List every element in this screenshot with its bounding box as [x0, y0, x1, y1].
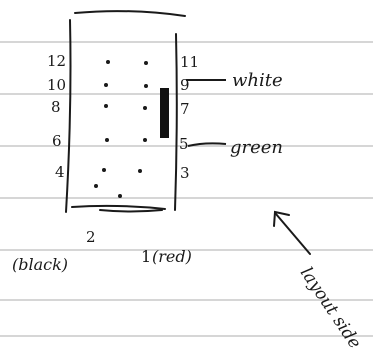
arrow-icon: [273, 210, 311, 255]
black-wire-marker: [160, 88, 169, 138]
ruled-lines: [0, 41, 373, 337]
right-pin-numbers: 11 9 7 5 3: [179, 53, 199, 182]
pin-dots: [94, 60, 148, 198]
arrow-head: [273, 210, 290, 227]
pin-dot: [105, 138, 109, 142]
layout-side-label: layout side: [296, 264, 365, 353]
pin-number: 5: [179, 135, 189, 153]
pin-number: 10: [47, 76, 66, 94]
connector-left-edge: [65, 19, 72, 213]
pin-number: 3: [180, 164, 190, 182]
pin-number: 11: [180, 53, 199, 71]
pin-number: 9: [180, 76, 190, 94]
black-label: (black): [12, 255, 68, 274]
connector-bottom-edge: [71, 204, 166, 210]
pin-dot: [144, 84, 148, 88]
connector-right-edge: [174, 33, 178, 211]
white-label: white: [232, 70, 283, 91]
pin-dot: [144, 61, 148, 65]
green-label: green: [230, 137, 283, 158]
pin-number: 8: [51, 98, 61, 116]
pin-dot: [106, 60, 110, 64]
pin-dot: [138, 169, 142, 173]
pin-number: 6: [52, 132, 62, 150]
pin-dot: [104, 104, 108, 108]
pin-dot: [143, 138, 147, 142]
pin-number-2: 2: [86, 228, 96, 246]
connector-top-edge: [74, 10, 186, 17]
pin-number: 7: [180, 100, 190, 118]
red-label: (red): [152, 247, 192, 266]
pin-number-1: 1: [141, 247, 151, 266]
arrow-shaft: [275, 213, 311, 255]
green-leader-line: [187, 142, 227, 147]
pin-dot: [102, 168, 106, 172]
pin-dot: [104, 83, 108, 87]
pin-dot: [118, 194, 122, 198]
pin-number: 12: [47, 52, 66, 70]
pin-dot: [94, 184, 98, 188]
left-pin-numbers: 12 10 8 6 4: [47, 52, 66, 181]
connector-bottom-lip: [99, 209, 163, 213]
connector-outline: [65, 10, 186, 213]
pin-dot: [143, 106, 147, 110]
pin-number: 4: [55, 163, 65, 181]
